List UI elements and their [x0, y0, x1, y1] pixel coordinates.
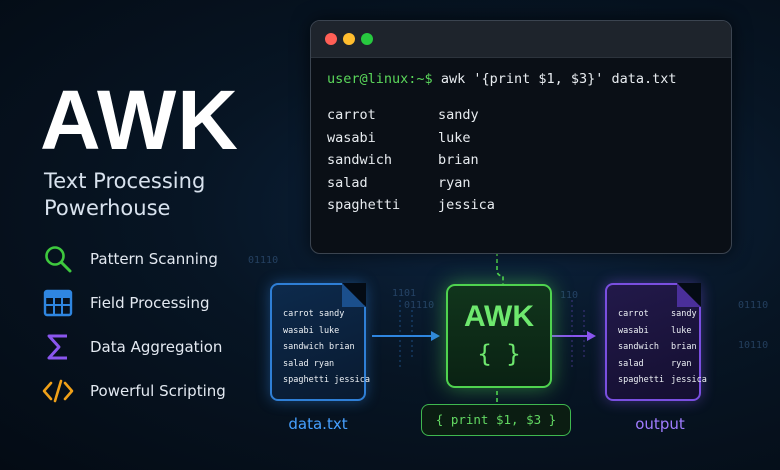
output-file-row: salad ryan [618, 359, 707, 376]
output-file-contents: carrot sandy wasabi luke sandwich brian sal… [618, 309, 707, 392]
terminal-command: awk '{print $1, $3}' data.txt [440, 71, 677, 87]
output-file-label: output [635, 415, 685, 433]
terminal-command-line: user@linux:~$ awk '{print $1, $3}' data.… [327, 71, 677, 87]
output-cell: luke [671, 325, 692, 336]
terminal-output: carrot sandy wasabi luke sandwich brian sal… [327, 107, 495, 220]
hero-subtitle-line: Text Processing [44, 169, 206, 193]
terminal-output-row: sandwich brian [327, 152, 495, 175]
feature-field-processing: Field Processing [42, 286, 210, 320]
output-field-3: jessica [438, 197, 495, 213]
output-file-row: wasabi luke [618, 326, 707, 343]
binary-decoration: 1101 [392, 288, 417, 299]
output-cell: wasabi [618, 325, 649, 336]
output-cell: carrot [618, 309, 649, 319]
input-file-row: carrot sandy [283, 309, 345, 319]
file-corner-fold-icon [677, 283, 701, 307]
output-field-3: luke [438, 129, 471, 146]
output-cell: salad [618, 358, 644, 369]
hero-subtitle-line: Powerhouse [44, 196, 171, 220]
output-file-row: carrot sandy [618, 309, 707, 326]
hero-subtitle: Text Processing Powerhouse [44, 168, 205, 222]
input-file-label: data.txt [288, 415, 348, 433]
output-file-row: sandwich brian [618, 342, 707, 359]
input-file-row: salad ryan [283, 358, 335, 369]
output-field-3: sandy [438, 107, 479, 123]
grid-table-icon [42, 287, 74, 319]
input-file-row: spaghetti jessica [283, 375, 370, 385]
input-file-row: sandwich brian [283, 342, 355, 352]
feature-label: Field Processing [90, 294, 210, 312]
input-file-contents: carrot sandy wasabi luke sandwich brian … [283, 309, 370, 392]
awk-engine-box: AWK { } [446, 284, 552, 388]
hero-title: AWK [40, 73, 239, 167]
terminal-window: user@linux:~$ awk '{print $1, $3}' data.… [310, 20, 732, 254]
output-field-3: brian [438, 152, 479, 168]
output-cell: jessica [671, 375, 707, 385]
output-field-1: wasabi [327, 129, 376, 146]
output-cell: ryan [671, 358, 692, 369]
maximize-window-dot[interactable] [361, 33, 373, 45]
terminal-output-row: wasabi luke [327, 130, 495, 153]
output-cell: spaghetti [618, 375, 665, 385]
file-corner-fold-icon [342, 283, 366, 307]
output-cell: brian [671, 342, 697, 352]
output-field-3: ryan [438, 174, 471, 191]
output-field-1: carrot [327, 107, 376, 123]
output-file-card: carrot sandy wasabi luke sandwich brian sal… [605, 283, 707, 401]
terminal-output-row: spaghetti jessica [327, 197, 495, 220]
feature-label: Data Aggregation [90, 338, 223, 356]
binary-decoration: 110 [560, 290, 579, 301]
terminal-titlebar [311, 21, 731, 58]
binary-decoration: 01110 [404, 300, 435, 311]
input-file-row: wasabi luke [283, 325, 340, 336]
feature-powerful-scripting: Powerful Scripting [42, 374, 226, 408]
feature-pattern-scanning: Pattern Scanning [42, 242, 218, 276]
magnifier-icon [42, 243, 74, 275]
feature-data-aggregation: Data Aggregation [42, 330, 222, 364]
code-brackets-icon [42, 375, 74, 407]
feature-label: Powerful Scripting [90, 382, 226, 400]
close-window-dot[interactable] [325, 33, 337, 45]
output-field-1: sandwich [327, 152, 393, 168]
output-cell: sandy [671, 309, 697, 319]
terminal-output-row: carrot sandy [327, 107, 495, 130]
feature-label: Pattern Scanning [90, 250, 218, 268]
minimize-window-dot[interactable] [343, 33, 355, 45]
binary-decoration: 01110 [738, 300, 769, 311]
terminal-prompt: user@linux:~$ [327, 71, 433, 87]
sigma-icon [42, 331, 74, 363]
binary-decoration: 01110 [248, 255, 279, 266]
binary-decoration: 10110 [738, 340, 769, 351]
output-file-row: spaghetti jessica [618, 375, 707, 392]
terminal-output-row: salad ryan [327, 175, 495, 198]
curly-braces-icon: { } [477, 340, 521, 368]
output-field-1: salad [327, 174, 368, 191]
input-file-card: carrot sandy wasabi luke sandwich brian … [270, 283, 370, 401]
output-cell: sandwich [618, 342, 659, 352]
awk-engine-title: AWK [464, 300, 534, 333]
output-field-1: spaghetti [327, 197, 401, 213]
awk-expression-pill: { print $1, $3 } [421, 404, 571, 436]
